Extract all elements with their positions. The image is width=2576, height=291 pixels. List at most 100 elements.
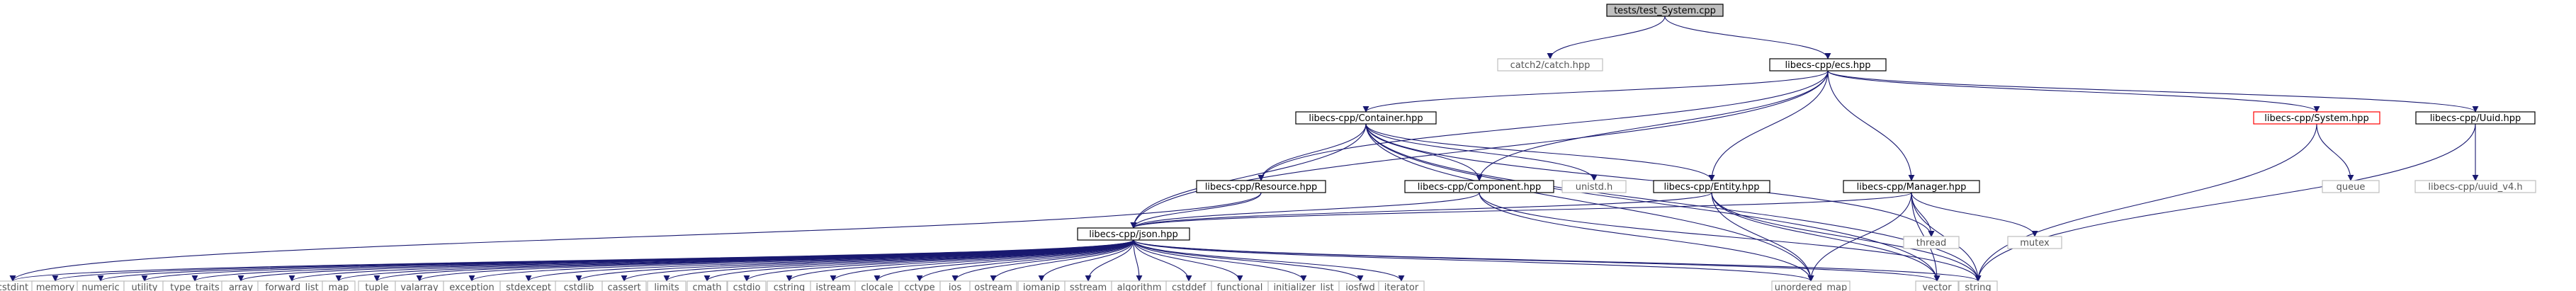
node-label: thread [1916, 238, 1947, 249]
node-ostream: ostream [969, 280, 1017, 291]
node-box [1958, 280, 1998, 291]
edge-ecs-to-entity [1708, 70, 1829, 181]
node-memory: memory [31, 280, 79, 291]
edge-json-to-cctype [916, 239, 1134, 282]
node-json[interactable]: libecs-cpp/json.hpp [1077, 227, 1190, 241]
node-iosfwd: iosfwd [1338, 280, 1382, 291]
edge-system-to-string [1975, 123, 2317, 282]
edge-json-to-vector [1133, 239, 1941, 282]
node-label: libecs-cpp/Component.hpp [1418, 182, 1541, 193]
node-box [1653, 180, 1770, 193]
edge-ecs-to-uuid [1827, 70, 2479, 113]
edge-json-to-unordered-map [1133, 239, 1814, 282]
node-manager[interactable]: libecs-cpp/Manager.hpp [1843, 180, 1980, 193]
edge-ecs-to-container [1362, 70, 1829, 113]
edge-entity-to-json [1130, 192, 1712, 229]
edge-root-to-ecs [1664, 16, 1831, 59]
node-entity[interactable]: libecs-cpp/Entity.hpp [1653, 180, 1770, 193]
node-label: cstddef [1172, 283, 1207, 291]
node-uuid[interactable]: libecs-cpp/Uuid.hpp [2415, 111, 2536, 125]
node-box [1903, 236, 1960, 249]
node-thread: thread [1903, 236, 1960, 249]
node-limits: limits [647, 280, 687, 291]
edge-entity-to-string [1711, 192, 1982, 282]
node-label: cmath [692, 283, 721, 291]
node-resource[interactable]: libecs-cpp/Resource.hpp [1196, 180, 1326, 193]
node-box [969, 280, 1017, 291]
node-label: libecs-cpp/json.hpp [1089, 229, 1178, 240]
edge-ecs-to-system [1827, 70, 2320, 113]
node-box [1378, 280, 1425, 291]
node-box [1077, 227, 1190, 241]
edge-json-to-cstddef [1133, 239, 1192, 282]
node-map: map [322, 280, 356, 291]
edge-json-to-string [1133, 239, 1982, 282]
edge-ecs-to-component [1476, 70, 1829, 181]
node-label: unordered_map [1775, 283, 1848, 291]
edge-container-to-component [1365, 123, 1483, 181]
node-ecs[interactable]: libecs-cpp/ecs.hpp [1769, 58, 1887, 72]
node-box [1915, 280, 1959, 291]
node-label: iterator [1384, 283, 1419, 291]
node-label: valarray [400, 283, 439, 291]
edge-manager-to-json [1130, 192, 1912, 229]
edge-json-to-algorithm [1133, 239, 1143, 282]
edge-component-to-unordered-map [1479, 192, 1814, 282]
edge-json-to-cstdio [743, 239, 1134, 282]
node-label: istream [815, 283, 850, 291]
node-label: unistd.h [1576, 182, 1613, 193]
node-stdexcept: stdexcept [499, 280, 558, 291]
node-label: cassert [607, 283, 640, 291]
edge-json-to-clocale [874, 239, 1134, 282]
node-label: limits [654, 283, 679, 291]
node-uuid-v4: libecs-cpp/uuid_v4.h [2414, 180, 2536, 193]
node-label: libecs-cpp/Container.hpp [1309, 113, 1423, 124]
edge-json-to-istream [830, 239, 1134, 282]
node-label: ostream [974, 283, 1012, 291]
node-box [1561, 180, 1627, 193]
node-label: clocale [861, 283, 893, 291]
node-label: numeric [81, 283, 119, 291]
node-numeric: numeric [77, 280, 125, 291]
node-label: libecs-cpp/ecs.hpp [1785, 60, 1871, 71]
node-component[interactable]: libecs-cpp/Component.hpp [1404, 180, 1554, 193]
edge-system-to-queue [2316, 123, 2354, 181]
edge-container-to-entity [1365, 123, 1715, 181]
node-box [1497, 58, 1603, 72]
node-label: cstdio [733, 283, 761, 291]
node-root[interactable]: tests/test_System.cpp [1606, 4, 1724, 17]
node-box [2322, 180, 2380, 193]
node-vector: vector [1915, 280, 1959, 291]
node-label: tests/test_System.cpp [1614, 6, 1716, 16]
node-label: forward_list [265, 283, 318, 291]
node-container[interactable]: libecs-cpp/Container.hpp [1295, 111, 1437, 125]
node-label: libecs-cpp/uuid_v4.h [2428, 182, 2522, 193]
node-box [1196, 180, 1326, 193]
edge-container-to-unistd [1365, 123, 1598, 181]
edge-manager-to-mutex [1911, 192, 2038, 237]
node-mutex: mutex [2007, 236, 2062, 249]
node-system[interactable]: libecs-cpp/System.hpp [2253, 111, 2380, 125]
node-box [2415, 111, 2536, 125]
node-label: libecs-cpp/System.hpp [2264, 113, 2368, 124]
edge-json-to-memory [52, 239, 1134, 282]
node-functional: functional [1211, 280, 1269, 291]
edge-component-to-json [1130, 192, 1480, 229]
node-label: cstdint [0, 283, 28, 291]
node-box [601, 280, 647, 291]
node-box [647, 280, 687, 291]
node-label: string [1965, 283, 1991, 291]
node-label: cstring [774, 283, 805, 291]
edge-container-to-unordered-map [1365, 123, 1814, 282]
node-box [1295, 111, 1437, 125]
node-cstdio: cstdio [727, 280, 767, 291]
node-label: libecs-cpp/Resource.hpp [1205, 182, 1318, 193]
node-array: array [221, 280, 261, 291]
edge-resource-to-cstdint [9, 192, 1262, 282]
node-cassert: cassert [601, 280, 647, 291]
node-box [2007, 236, 2062, 249]
edge-component-to-string [1479, 192, 1982, 282]
node-forward-list: forward_list [257, 280, 327, 291]
node-label: memory [36, 283, 75, 291]
